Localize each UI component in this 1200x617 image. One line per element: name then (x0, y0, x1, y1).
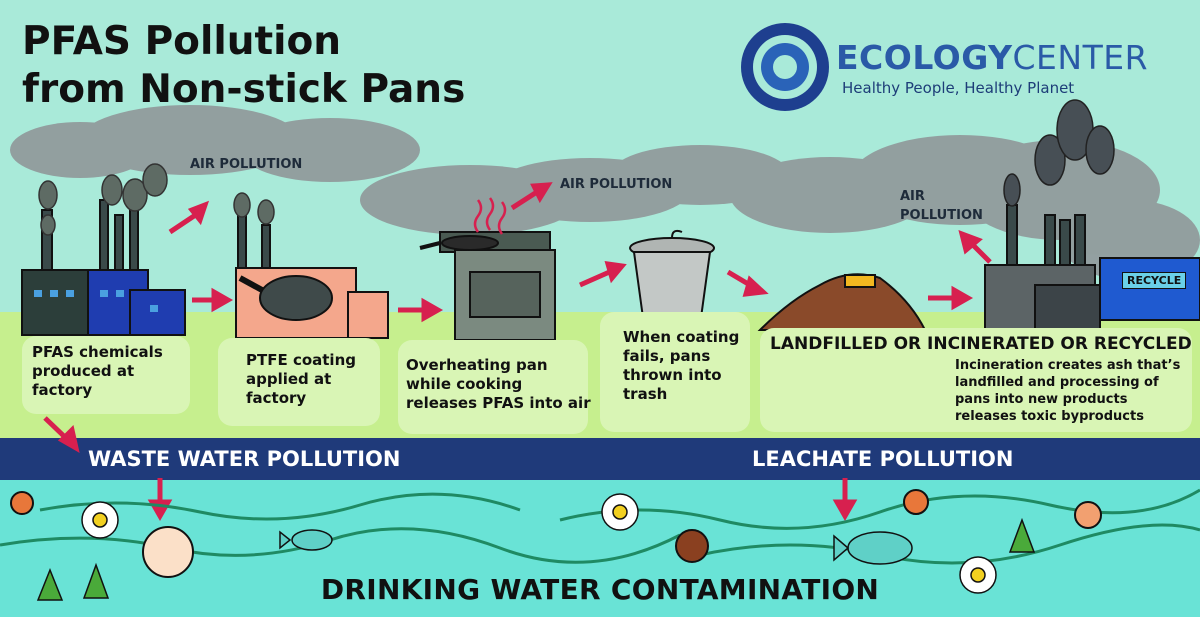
sad-face-icon (903, 489, 929, 515)
air-pollution-label: AIR POLLUTION (900, 187, 983, 225)
leachate-pollution-label: LEACHATE POLLUTION (752, 447, 1014, 471)
step-box-3 (398, 340, 588, 434)
caption-line: factory (246, 389, 307, 407)
caption-line: pans into new products (955, 392, 1128, 407)
caption-line: fails, pans (623, 347, 711, 365)
landfill-heading: LANDFILLED OR INCINERATED OR RECYCLED (770, 334, 1192, 354)
step-box-2 (218, 338, 380, 426)
caption-line: releases toxic byproducts (955, 409, 1144, 424)
recycle-sign: RECYCLE (1122, 272, 1187, 289)
water-area (0, 478, 1200, 617)
ecology-center-logo-icon (741, 23, 829, 111)
caption-line: thrown into (623, 366, 722, 384)
logo-name-bold: ECOLOGY (836, 38, 1013, 77)
caption-line: produced at (32, 362, 135, 380)
stove (419, 231, 556, 341)
caption-line: When coating (623, 328, 740, 346)
fish-icon (291, 529, 333, 551)
caption-line: while cooking (406, 375, 523, 393)
fish-icon (847, 531, 913, 565)
caption-line: Incineration creates ash that’s (955, 358, 1181, 373)
step-box-1 (22, 336, 190, 414)
factory-smoke (38, 163, 168, 236)
logo-name-light: CENTER (1012, 38, 1148, 77)
trees (36, 517, 1036, 601)
air-pollution-label: AIR POLLUTION (190, 157, 303, 172)
logo-wordmark: ECOLOGYCENTER (836, 38, 1148, 77)
caption-line: trash (623, 385, 668, 403)
tree-icon (82, 562, 110, 599)
ptfe-factory (235, 214, 389, 339)
page-title: PFAS Pollution from Non-stick Pans (22, 18, 465, 114)
ptfe-factory-smoke (233, 192, 275, 225)
caption-line: applied at (246, 370, 332, 388)
step-caption-2: PTFE coating applied at factory (246, 351, 356, 408)
flowers (81, 493, 997, 594)
air-pollution-label: AIR POLLUTION (560, 177, 673, 192)
step-caption-1: PFAS chemicals produced at factory (32, 343, 163, 400)
landfill-caption: Incineration creates ash that’s landfill… (955, 357, 1180, 425)
caption-line: releases PFAS into air (406, 394, 591, 412)
heat-squiggles (473, 197, 507, 235)
sad-face-icon (142, 526, 194, 578)
step-box-4 (600, 312, 750, 432)
fish (279, 529, 913, 565)
step-caption-3: Overheating pan while cooking releases P… (406, 356, 591, 413)
caption-line: PTFE coating (246, 351, 356, 369)
faces (10, 489, 1102, 578)
air-label-line-1: AIR (900, 189, 925, 204)
caption-line: PFAS chemicals (32, 343, 163, 361)
caption-line: Overheating pan (406, 356, 548, 374)
trash-can (629, 229, 715, 326)
sad-face-icon (675, 529, 709, 563)
tree-icon (36, 567, 64, 601)
landfill-pile (757, 273, 927, 331)
waste-water-pollution-label: WASTE WATER POLLUTION (88, 447, 401, 471)
caption-line: factory (32, 381, 93, 399)
step-caption-4: When coating fails, pans thrown into tra… (623, 328, 739, 404)
sad-face-icon (10, 491, 34, 515)
title-line-1: PFAS Pollution (22, 19, 342, 64)
tree-icon (1008, 517, 1036, 553)
caption-line: landfilled and processing of (955, 375, 1159, 390)
logo-tagline: Healthy People, Healthy Planet (842, 79, 1075, 97)
title-line-2: from Non-stick Pans (22, 67, 466, 112)
incinerator-smoke (1003, 99, 1115, 207)
sad-face-icon (1074, 501, 1102, 529)
landfill-box (760, 328, 1192, 432)
pollution-band (0, 438, 1200, 480)
chemical-factory (21, 199, 186, 336)
drinking-water-contamination-label: DRINKING WATER CONTAMINATION (320, 573, 880, 606)
air-label-line-2: POLLUTION (900, 208, 983, 223)
